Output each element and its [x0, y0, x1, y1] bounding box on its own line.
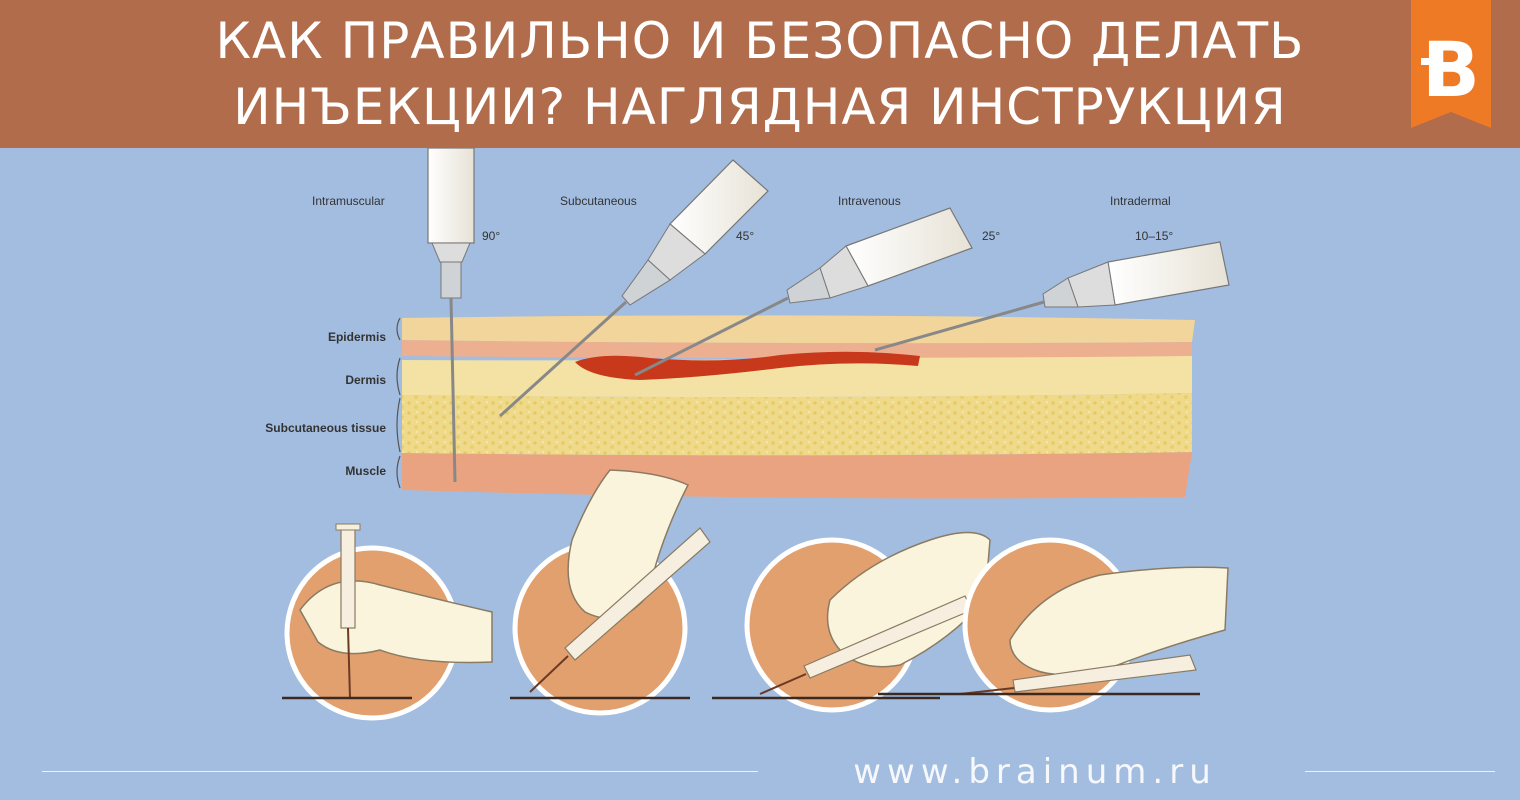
- page-title: КАК ПРАВИЛЬНО И БЕЗОПАСНО ДЕЛАТЬ ИНЪЕКЦИ…: [0, 8, 1520, 140]
- label-muscle: Muscle: [345, 464, 386, 478]
- label-intradermal: Intradermal: [1110, 194, 1171, 208]
- label-subcutaneous-tissue: Subcutaneous tissue: [265, 421, 386, 435]
- vein: [575, 351, 920, 380]
- epidermis-layer: [402, 315, 1195, 344]
- injection-diagram: Epidermis Dermis Subcutaneous tissue Mus…: [265, 148, 1230, 721]
- angle-intravenous: 25°: [982, 229, 1000, 243]
- title-banner: [0, 0, 1520, 148]
- syringe-subcutaneous: [498, 159, 769, 418]
- footer-divider-left: [42, 771, 758, 772]
- svg-text:В: В: [1422, 25, 1480, 114]
- angle-intradermal: 10–15°: [1135, 229, 1173, 243]
- footer-divider-right: [1305, 771, 1495, 772]
- muscle-layer: [402, 452, 1192, 499]
- title-line-1: КАК ПРАВИЛЬНО И БЕЗОПАСНО ДЕЛАТЬ: [215, 12, 1305, 70]
- label-dermis: Dermis: [345, 373, 386, 387]
- brainum-logo: В: [1411, 0, 1491, 128]
- title-line-2: ИНЪЕКЦИИ? НАГЛЯДНАЯ ИНСТРУКЦИЯ: [233, 78, 1287, 136]
- syringe-intradermal: [874, 241, 1230, 352]
- syringe-intramuscular: [427, 148, 475, 483]
- dermis-band: [402, 340, 1192, 358]
- subcutaneous-layer: [402, 393, 1192, 456]
- hand-panel-intradermal: [878, 537, 1229, 713]
- skin-cross-section: [402, 315, 1195, 499]
- website-link[interactable]: www.brainum.ru: [853, 752, 1217, 792]
- syringe-intravenous: [634, 207, 973, 377]
- label-intravenous: Intravenous: [838, 194, 901, 208]
- label-subcutaneous: Subcutaneous: [560, 194, 637, 208]
- hand-panel-intravenous: [712, 531, 991, 713]
- angle-intramuscular: 90°: [482, 229, 500, 243]
- angle-subcutaneous: 45°: [736, 229, 754, 243]
- hand-panel-intramuscular: [282, 523, 493, 721]
- label-intramuscular: Intramuscular: [312, 194, 385, 208]
- label-epidermis: Epidermis: [328, 330, 386, 344]
- hand-panel-subcutaneous: [510, 469, 711, 716]
